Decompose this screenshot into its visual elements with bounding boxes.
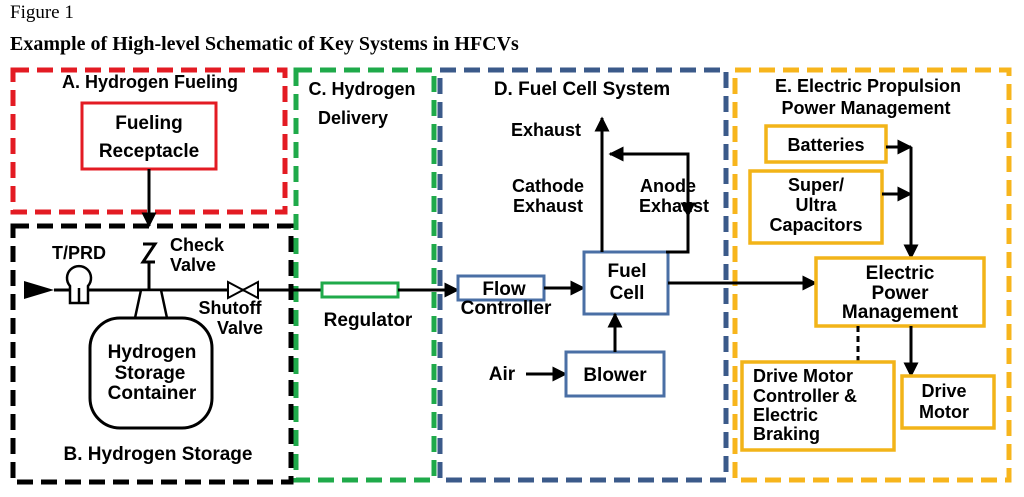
section-c-title-line2: Delivery <box>318 108 388 128</box>
regulator-label: Regulator <box>324 310 413 331</box>
drive-motor-label-2: Motor <box>919 402 969 422</box>
exhaust-label: Exhaust <box>511 120 581 140</box>
figure-title: Example of High-level Schematic of Key S… <box>10 33 519 55</box>
check-valve-icon <box>140 242 158 264</box>
check-valve-label-1: Check <box>170 235 225 255</box>
shutoff-valve-icon <box>227 280 246 300</box>
tprd-icon <box>65 264 93 305</box>
section-c-title-line1: C. Hydrogen <box>308 79 415 99</box>
flow-label-2: Controller <box>461 298 552 319</box>
dmc-label-3: Electric <box>753 405 818 425</box>
fueling-receptacle-box <box>80 101 218 171</box>
flow-label-1: Flow <box>482 279 525 300</box>
shutoff-valve-label-2: Valve <box>217 318 263 338</box>
supercap-label-1: Super/ <box>788 175 844 195</box>
drive-motor-box <box>900 374 996 430</box>
storage-label-3: Container <box>108 383 197 404</box>
anode-label-2: Exhaust <box>639 196 709 216</box>
air-label: Air <box>489 364 516 385</box>
blower-label: Blower <box>583 365 647 386</box>
epm-label-1: Electric <box>866 263 935 284</box>
supercap-box <box>748 169 884 245</box>
supercap-label-2: Ultra <box>795 195 837 215</box>
tank-connector <box>133 288 169 320</box>
section-e-title-line1: E. Electric Propulsion <box>775 76 961 96</box>
section-e-title-line2: Power Management <box>781 98 950 118</box>
batteries-box <box>764 124 888 164</box>
anode-label-1: Anode <box>640 176 696 196</box>
section-c-outline <box>293 67 437 483</box>
batteries-label: Batteries <box>787 135 864 155</box>
section-d-outline <box>437 67 729 483</box>
section-b-title: B. Hydrogen Storage <box>64 444 253 465</box>
shutoff-valve-icon-b <box>240 280 259 300</box>
cathode-label-1: Cathode <box>512 176 584 196</box>
cathode-label-2: Exhaust <box>513 196 583 216</box>
regulator-box <box>320 281 400 299</box>
fuel-cell-label-2: Cell <box>610 283 645 304</box>
dmc-label-4: Braking <box>753 424 820 444</box>
epm-label-3: Management <box>842 302 959 323</box>
dmc-box <box>740 360 896 452</box>
section-e-outline <box>732 67 1012 483</box>
check-valve-label-2: Valve <box>170 255 216 275</box>
storage-label-2: Storage <box>115 363 186 384</box>
dmc-label-2: Controller & <box>753 386 857 406</box>
tprd-label: T/PRD <box>52 243 106 263</box>
epm-box <box>814 256 986 328</box>
figure-label: Figure 1 <box>10 2 74 23</box>
supercap-label-3: Capacitors <box>769 215 862 235</box>
section-a-title: A. Hydrogen Fueling <box>62 72 238 92</box>
section-a-outline <box>10 67 288 215</box>
fueling-receptacle-label-1: Fueling <box>115 113 183 134</box>
hydrogen-storage-container <box>88 316 214 430</box>
dmc-label-1: Drive Motor <box>753 366 853 386</box>
shutoff-valve-label-1: Shutoff <box>199 298 263 318</box>
section-b-outline <box>10 223 294 485</box>
storage-label-1: Hydrogen <box>108 342 197 363</box>
epm-label-2: Power <box>871 283 929 304</box>
section-d-title: D. Fuel Cell System <box>494 79 670 100</box>
inlet-arrow-icon <box>24 281 54 299</box>
fuel-cell-label-1: Fuel <box>607 261 646 282</box>
fueling-receptacle-label-2: Receptacle <box>99 141 199 162</box>
drive-motor-label-1: Drive <box>921 381 966 401</box>
